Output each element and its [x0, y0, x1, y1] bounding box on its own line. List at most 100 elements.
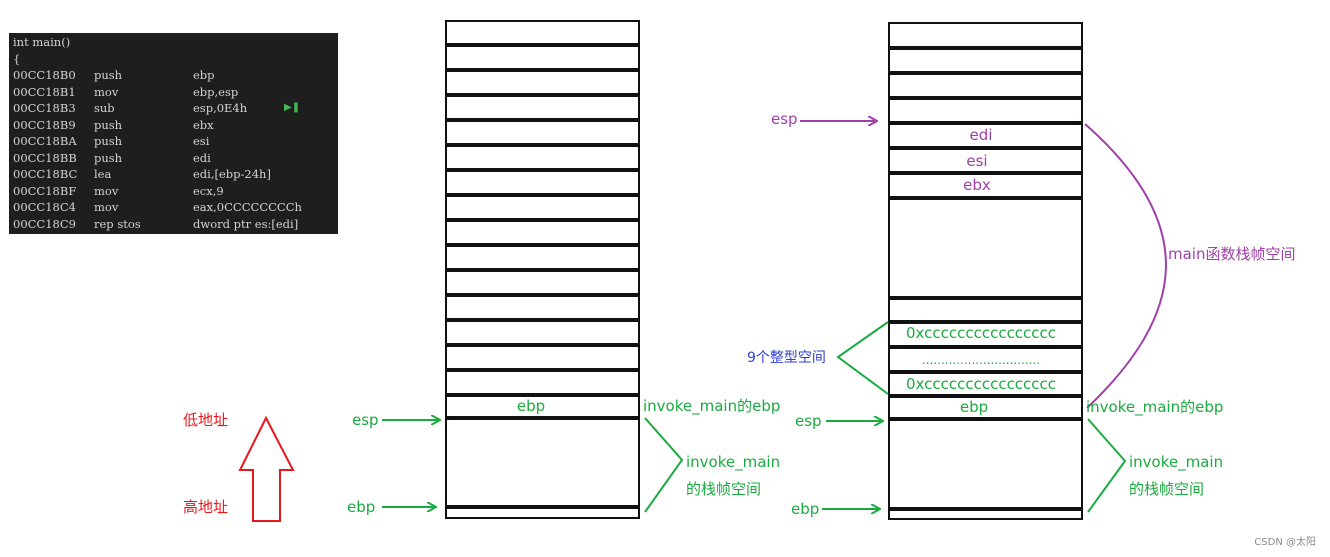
stack-cell: [445, 270, 640, 295]
code-line: 00CC18B3 sub esp,0E4h ▶❚: [13, 100, 338, 117]
left-frame-label-2: 的栈帧空间: [686, 480, 761, 498]
code-opcode: sub: [94, 101, 115, 115]
play-icon: ▶❚: [284, 102, 301, 113]
stack-cell: [888, 48, 1083, 73]
stack-cell: [445, 245, 640, 270]
right-frame-brace: [1087, 418, 1127, 513]
nine-ints-brace: [836, 321, 889, 395]
code-operand: ebx: [193, 117, 214, 132]
stack-cell: [445, 195, 640, 220]
code-address: 00CC18BC: [13, 167, 78, 181]
code-line: 00CC18B0 push ebp: [13, 67, 338, 84]
stack-cell: [445, 120, 640, 145]
code-line: 00CC18BA push esi: [13, 133, 338, 150]
code-operand: esi: [193, 134, 210, 148]
stack-cell: [888, 73, 1083, 98]
nine-ints-label: 9个整型空间: [747, 350, 826, 366]
right-frame-label-2: 的栈帧空间: [1129, 480, 1204, 498]
code-address: 00CC18B0: [13, 68, 76, 82]
code-operand: dword ptr es:[edi]: [193, 216, 299, 231]
code-address: 00CC18C4: [13, 200, 76, 214]
ebx-label: ebx: [963, 176, 991, 194]
stack-cell: [888, 298, 1083, 322]
stack-cell: [445, 45, 640, 70]
cc-top-label: 0xcccccccccccccccc: [906, 324, 1056, 342]
code-brace: {: [13, 51, 21, 66]
code-opcode: mov: [94, 183, 119, 198]
code-operand: esp,0E4h: [193, 101, 248, 115]
code-opcode: mov: [94, 200, 119, 214]
watermark: CSDN @太阳: [1254, 537, 1316, 548]
code-line: 00CC18BC lea edi,[ebp-24h]: [13, 166, 338, 183]
stack-cell: [445, 70, 640, 95]
code-opcode: rep stos: [94, 216, 141, 231]
right-ebp-note: invoke_main的ebp: [1086, 398, 1223, 417]
code-operand: ecx,9: [193, 183, 224, 198]
stack-cell: [888, 22, 1083, 48]
right-frame-label-1: invoke_main: [1129, 453, 1223, 472]
left-ebp-label: ebp: [347, 498, 375, 516]
code-opcode: lea: [94, 167, 112, 181]
assembly-code-panel: int main() { 00CC18B0 push ebp 00CC18B1 mov…: [9, 33, 338, 234]
code-address: 00CC18C9: [13, 216, 76, 231]
stack-cell: [445, 170, 640, 195]
stack-cell: [445, 295, 640, 320]
code-line: 00CC18C4 mov eax,0CCCCCCCCh: [13, 199, 338, 216]
left-esp-label: esp: [352, 411, 379, 429]
main-frame-label: main函数栈帧空间: [1168, 245, 1295, 263]
stack-cell: [888, 372, 1083, 396]
code-line: 00CC18B1 mov ebp,esp: [13, 84, 338, 101]
stack-cell: [888, 396, 1083, 419]
code-opcode: push: [94, 150, 123, 165]
stack-cell: [888, 347, 1083, 372]
left-frame-label-1: invoke_main: [686, 453, 780, 472]
code-address: 00CC18B3: [13, 101, 76, 115]
high-address-label: 高地址: [183, 498, 228, 516]
right-stack: [888, 22, 1083, 520]
code-opcode: push: [94, 117, 123, 132]
right-ebp-cell-label: ebp: [960, 398, 988, 416]
stack-cell: [445, 320, 640, 345]
code-opcode: push: [94, 68, 123, 82]
code-address: 00CC18B1: [13, 84, 76, 99]
stack-cell: [445, 145, 640, 170]
code-operand: edi,[ebp-24h]: [193, 167, 271, 181]
stack-cell: [445, 345, 640, 370]
low-address-label: 低地址: [183, 411, 228, 429]
code-operand: ebp,esp: [193, 84, 239, 99]
address-direction-arrow: [238, 415, 295, 522]
code-operand: edi: [193, 150, 211, 165]
main-frame-brace: [1084, 123, 1167, 409]
stack-cell: [888, 509, 1083, 520]
stack-cell: [445, 20, 640, 45]
cc-bottom-label: 0xcccccccccccccccc: [906, 375, 1056, 393]
stack-cell: [445, 220, 640, 245]
code-header: int main(): [13, 35, 71, 49]
stack-cell: [888, 123, 1083, 148]
stack-cell: [888, 322, 1083, 347]
right-top-esp-label: esp: [771, 110, 798, 128]
stack-cell: [445, 507, 640, 519]
stack-cell: [445, 370, 640, 395]
code-line: 00CC18BB push edi: [13, 150, 338, 167]
stack-cell: [445, 418, 640, 507]
code-address: 00CC18BF: [13, 183, 77, 198]
code-address: 00CC18BA: [13, 134, 77, 148]
code-opcode: mov: [94, 84, 119, 99]
code-opcode: push: [94, 134, 123, 148]
esi-label: esi: [966, 152, 987, 170]
stack-cell: [888, 419, 1083, 509]
cc-dots-label: ...............................: [922, 353, 1040, 367]
stack-cell: [888, 98, 1083, 123]
stack-cell: [888, 198, 1083, 298]
left-stack: [445, 20, 640, 519]
code-address: 00CC18BB: [13, 150, 77, 165]
code-line: 00CC18BF mov ecx,9: [13, 183, 338, 200]
left-ebp-note: invoke_main的ebp: [643, 397, 780, 416]
code-operand: ebp: [193, 68, 215, 82]
stack-cell: [888, 173, 1083, 198]
left-ebp-cell-label: ebp: [517, 397, 545, 415]
code-operand: eax,0CCCCCCCCh: [193, 200, 302, 214]
